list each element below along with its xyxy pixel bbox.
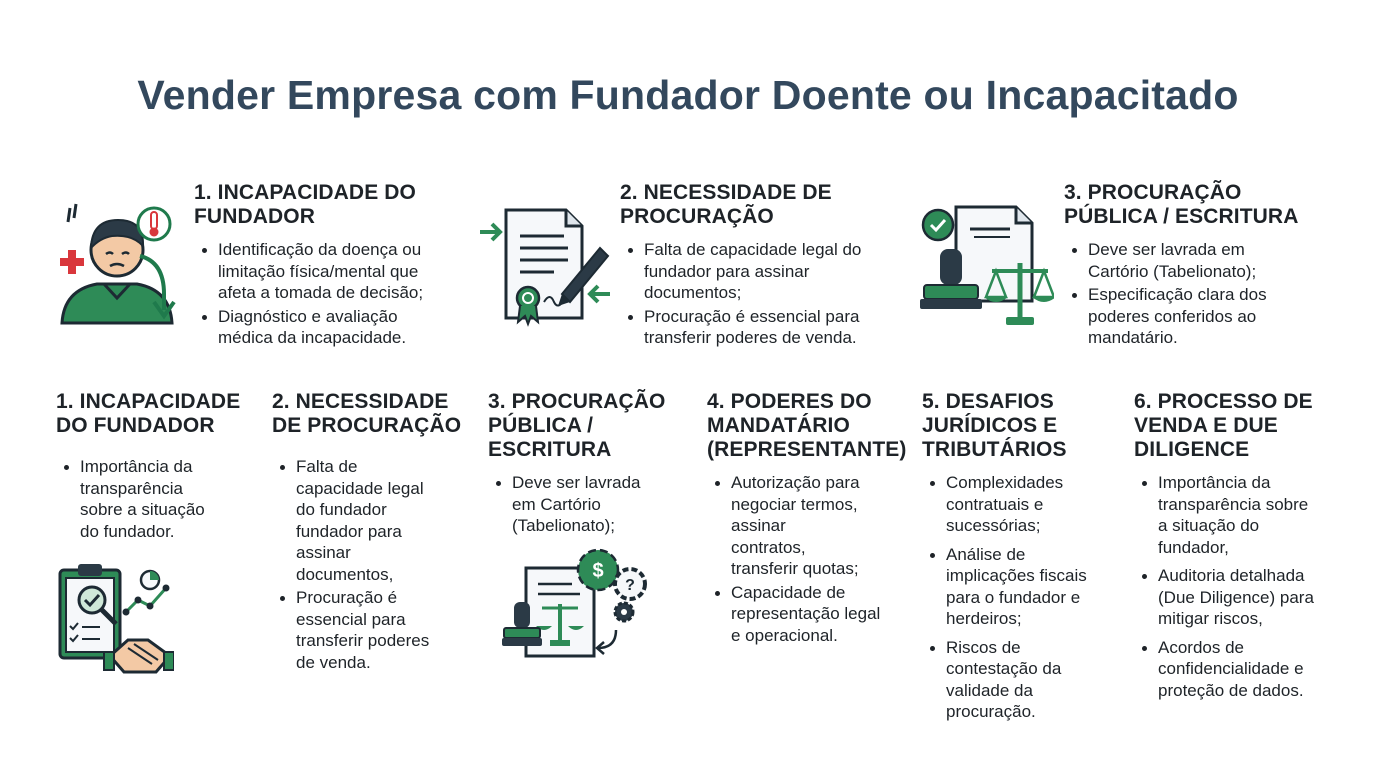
top-section-procuracao: 2. NECESSIDADE DE PROCURAÇÃO Falta de ca… (620, 181, 910, 351)
bullet-list: Complexidades contratuais e sucessórias;… (922, 472, 1122, 723)
list-item: Procuração é essencial para transferir p… (272, 587, 472, 673)
bottom-section-4: 4. PODERES DO MANDATÁRIO (REPRESENTANTE)… (707, 390, 917, 648)
section-heading: 5. DESAFIOS JURÍDICOS E TRIBUTÁRIOS (922, 390, 1067, 461)
list-item: Importância da transparência sobre a sit… (56, 456, 256, 542)
svg-text:$: $ (592, 560, 603, 582)
list-item: Riscos de contestação da validade da pro… (922, 637, 1122, 723)
notary-gears-icon: $ ? (502, 548, 647, 658)
list-item: Deve ser lavrada em Cartório (Tabelionat… (488, 472, 688, 537)
list-item: Falta de capacidade legal do fundador fu… (272, 456, 472, 585)
list-item: Diagnóstico e avaliação médica da incapa… (194, 306, 474, 349)
list-item: Acordos de confidencialidade e proteção … (1134, 637, 1344, 702)
bottom-section-6: 6. PROCESSO DE VENDA E DUE DILIGENCE Imp… (1134, 390, 1344, 708)
bullet-list: Falta de capacidade legal do fundador fu… (272, 456, 472, 673)
list-item: Autorização para negociar termos, assina… (707, 472, 917, 580)
list-item: Especificação clara dos poderes conferid… (1064, 284, 1334, 349)
bottom-section-5: 5. DESAFIOS JURÍDICOS E TRIBUTÁRIOS Comp… (922, 390, 1122, 730)
list-item: Complexidades contratuais e sucessórias; (922, 472, 1122, 537)
notary-stamp-scales-icon (920, 205, 1054, 325)
bottom-section-2: 2. NECESSIDADE DE PROCURAÇÃO Falta de ca… (272, 390, 472, 675)
list-item: Capacidade de representação legal e oper… (707, 582, 917, 647)
checklist-handshake-icon (58, 564, 174, 674)
list-item: Deve ser lavrada em Cartório (Tabelionat… (1064, 239, 1334, 282)
bottom-section-3: 3. PROCURAÇÃO PÚBLICA / ESCRITURA Deve s… (488, 390, 688, 539)
page-title: Vender Empresa com Fundador Doente ou In… (137, 72, 1239, 118)
bullet-list: Falta de capacidade legal do fundador pa… (620, 239, 910, 349)
list-item: Identificação da doença ou limitação fís… (194, 239, 474, 304)
signed-document-icon (480, 208, 610, 327)
section-heading: 1. INCAPACIDADE DO FUNDADOR (56, 390, 241, 437)
bullet-list: Identificação da doença ou limitação fís… (194, 239, 474, 349)
section-heading: 1. INCAPACIDADE DO FUNDADOR (194, 181, 416, 228)
bottom-section-1: 1. INCAPACIDADE DO FUNDADOR Importância … (56, 390, 256, 544)
top-section-escritura: 3. PROCURAÇÃO PÚBLICA / ESCRITURA Deve s… (1064, 181, 1334, 351)
bullet-list: Deve ser lavrada em Cartório (Tabelionat… (1064, 239, 1334, 349)
list-item: Procuração é essencial para transferir p… (620, 306, 910, 349)
section-heading: 2. NECESSIDADE DE PROCURAÇÃO (272, 390, 462, 437)
section-heading: 2. NECESSIDADE DE PROCURAÇÃO (620, 181, 832, 228)
section-heading: 3. PROCURAÇÃO PÚBLICA / ESCRITURA (488, 390, 666, 461)
section-heading: 4. PODERES DO MANDATÁRIO (REPRESENTANTE) (707, 390, 907, 461)
bullet-list: Importância da transparência sobre a sit… (56, 456, 256, 542)
list-item: Importância da transparência sobre a sit… (1134, 472, 1344, 558)
section-heading: 3. PROCURAÇÃO PÚBLICA / ESCRITURA (1064, 181, 1299, 228)
top-section-incapacidade: 1. INCAPACIDADE DO FUNDADOR Identificaçã… (194, 181, 474, 351)
bullet-list: Deve ser lavrada em Cartório (Tabelionat… (488, 472, 688, 537)
bullet-list: Importância da transparência sobre a sit… (1134, 472, 1344, 701)
svg-text:?: ? (625, 577, 635, 594)
bullet-list: Autorização para negociar termos, assina… (707, 472, 917, 646)
sick-founder-icon (60, 203, 176, 325)
section-heading: 6. PROCESSO DE VENDA E DUE DILIGENCE (1134, 390, 1313, 461)
list-item: Análise de implicações fiscais para o fu… (922, 544, 1122, 630)
list-item: Falta de capacidade legal do fundador pa… (620, 239, 910, 304)
list-item: Auditoria detalhada (Due Diligence) para… (1134, 565, 1344, 630)
